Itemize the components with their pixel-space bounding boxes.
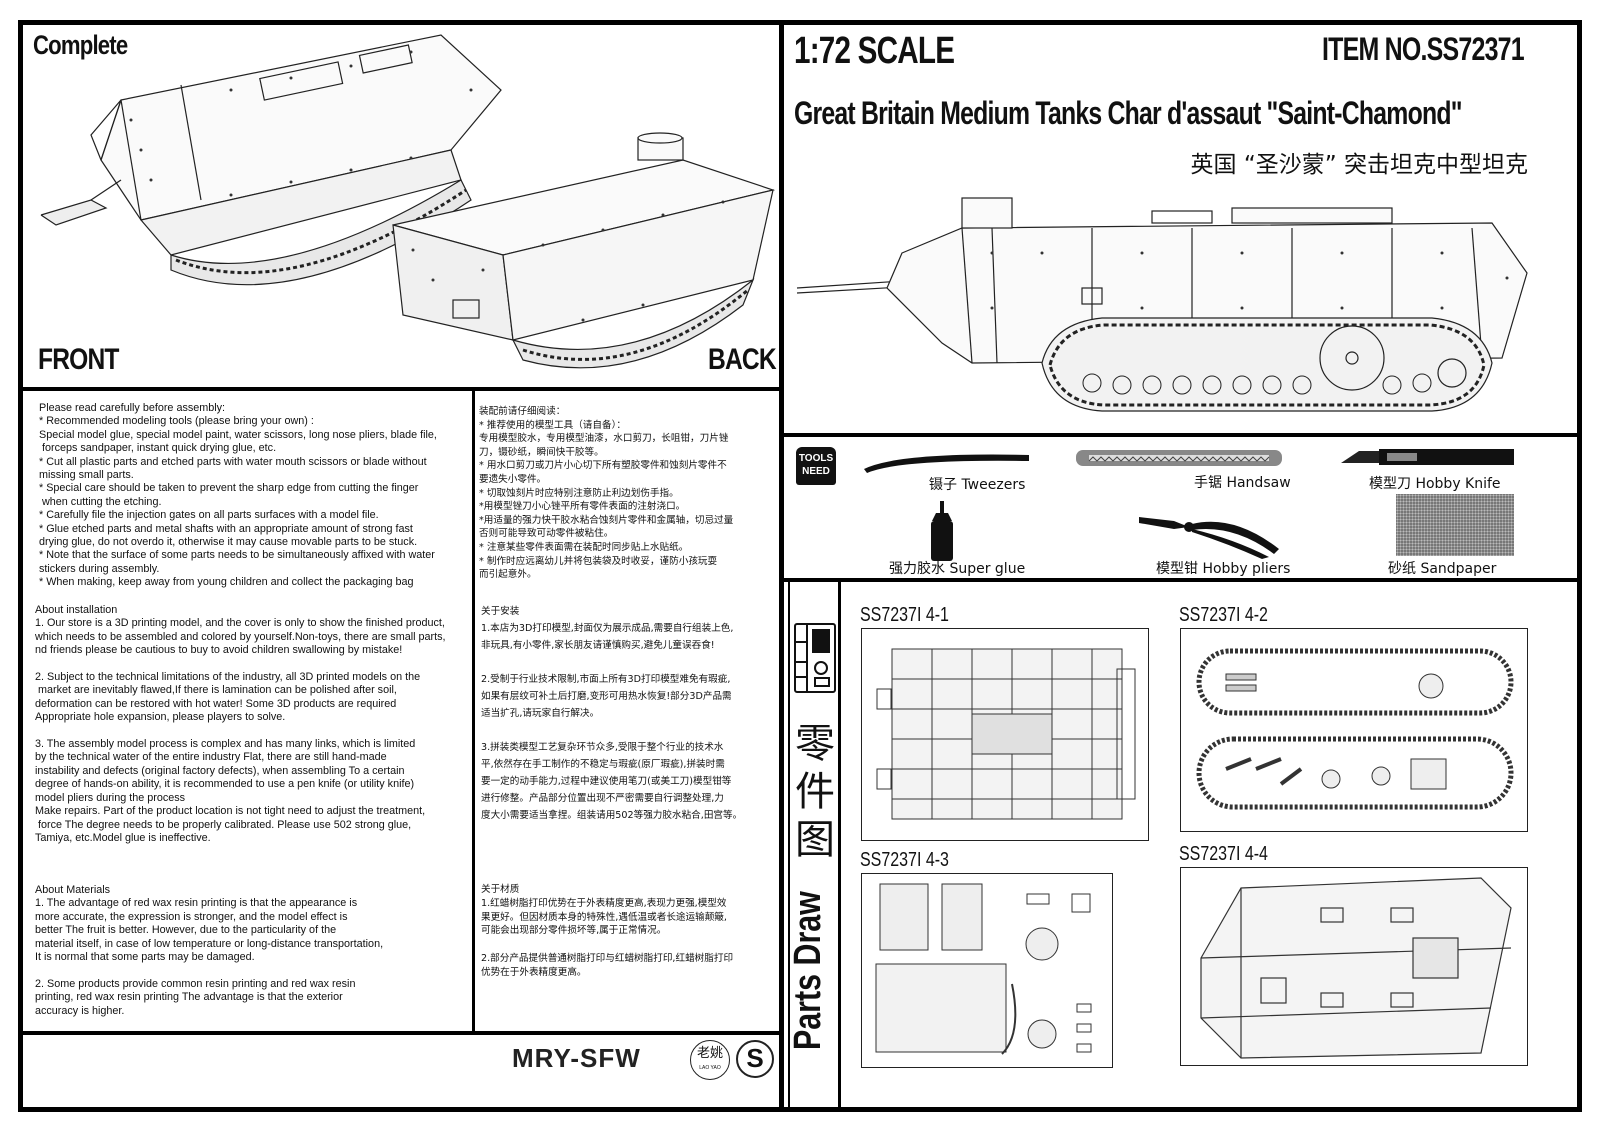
tweezers-label: 镊子 Tweezers — [929, 477, 1026, 493]
brand-s-logo: S — [736, 1040, 774, 1078]
instructions-materials-en: About Materials 1. The advantage of red … — [35, 884, 384, 1017]
divider-parts-side — [838, 582, 841, 1110]
divider-brand-top — [20, 1031, 780, 1035]
instructions-installation-cn: 关于安装 1.本店为3D打印模型,封面仅为展示成品,需要自行组装上色, 非玩具,… — [481, 606, 743, 821]
divider-instructions-mid — [472, 391, 475, 1031]
divider-tools-bottom — [783, 578, 1580, 582]
back-label: BACK — [708, 343, 777, 376]
parts-cn-char-2: 件 — [795, 769, 835, 815]
seal-text: 老姚 — [696, 1046, 723, 1061]
header-panel: 1:72 SCALE ITEM NO.SS72371 Great Britain… — [784, 25, 1580, 433]
front-label: FRONT — [38, 343, 119, 376]
hobby-pliers-icon — [1139, 517, 1279, 559]
hobby-pliers-label: 模型钳 Hobby pliers — [1156, 561, 1291, 577]
sheet-2-tracks-drawing — [1196, 648, 1514, 810]
sheet-1-title: SS7237I 4-1 — [860, 604, 949, 626]
sheet-2-title: SS7237I 4-2 — [1179, 604, 1268, 626]
hobby-knife-icon — [1341, 449, 1514, 465]
sandpaper-icon — [1396, 494, 1514, 556]
tank-side-view-drawing — [796, 197, 1528, 412]
instructions-installation-en: About installation 1. Our store is a 3D … — [35, 604, 446, 844]
parts-cn-char-1: 零 — [795, 721, 835, 767]
item-number: ITEM NO.SS72371 — [1322, 31, 1525, 67]
parts-sheet-4 — [1180, 867, 1528, 1066]
instructions-intro-en: Please read carefully before assembly: *… — [39, 402, 437, 589]
instructions-materials-cn: 关于材质 1.红蜡树脂打印优势在于外表精度更高,表现力更强,模型效 果更好。但因… — [481, 884, 734, 978]
scale-label: 1:72 SCALE — [794, 30, 955, 72]
tweezers-icon — [864, 454, 1029, 473]
divider-header-bottom — [783, 433, 1580, 437]
tools-badge-line-1: TOOLS — [798, 453, 834, 464]
sheet-1-chassis-drawing — [876, 648, 1136, 820]
parts-draw-en-title: Parts Draw — [787, 891, 829, 1050]
sheet-3-title: SS7237I 4-3 — [860, 849, 949, 871]
parts-sheet-3 — [861, 873, 1113, 1068]
sheet-3-parts-drawing — [875, 883, 1092, 1055]
page-frame — [18, 20, 1582, 1112]
handsaw-label: 手锯 Handsaw — [1194, 475, 1291, 491]
instructions-intro-cn: 装配前请仔细阅读： * 推荐使用的模型工具（请自备）： 专用模型胶水，专用模型油… — [479, 406, 734, 581]
complete-panel: Complete FRONT BACK — [23, 25, 779, 387]
parts-sheet-1 — [861, 628, 1149, 841]
sandpaper-label: 砂纸 Sandpaper — [1388, 561, 1497, 577]
brand-name: MRY-SFW — [512, 1043, 641, 1073]
parts-sheet-2 — [1180, 628, 1528, 832]
divider-complete-bottom — [20, 387, 780, 391]
divider-parts-inner — [788, 582, 790, 1110]
sprue-icon — [794, 623, 836, 693]
title-chinese: 英国 “圣沙蒙” 突击坦克中型坦克 — [1190, 152, 1528, 178]
brand-s-letter: S — [746, 1043, 764, 1073]
seal-subtext: LAO YAO — [699, 1065, 721, 1071]
tools-badge-line-2: NEED — [802, 466, 830, 477]
parts-draw-cn-title: 零 件 图 — [793, 720, 837, 864]
title-english: Great Britain Medium Tanks Char d'assaut… — [794, 95, 1462, 131]
parts-cn-char-3: 图 — [795, 817, 835, 863]
hobby-knife-label: 模型刀 Hobby Knife — [1369, 476, 1501, 492]
complete-title: Complete — [33, 30, 128, 60]
divider-vertical-main — [779, 22, 784, 1110]
super-glue-label: 强力胶水 Super glue — [889, 561, 1026, 577]
handsaw-icon — [1076, 450, 1282, 466]
super-glue-icon — [931, 501, 953, 561]
tools-panel: TOOLS NEED 镊子 Tweezers 手锯 Handsaw 模型刀 Ho… — [784, 437, 1580, 578]
sheet-4-hull-drawing — [1200, 877, 1512, 1059]
sheet-4-title: SS7237I 4-4 — [1179, 843, 1268, 865]
lao-yao-seal: 老姚 LAO YAO — [690, 1040, 730, 1080]
back-tank-drawing — [392, 132, 776, 369]
tools-need-badge: TOOLS NEED — [796, 447, 836, 485]
